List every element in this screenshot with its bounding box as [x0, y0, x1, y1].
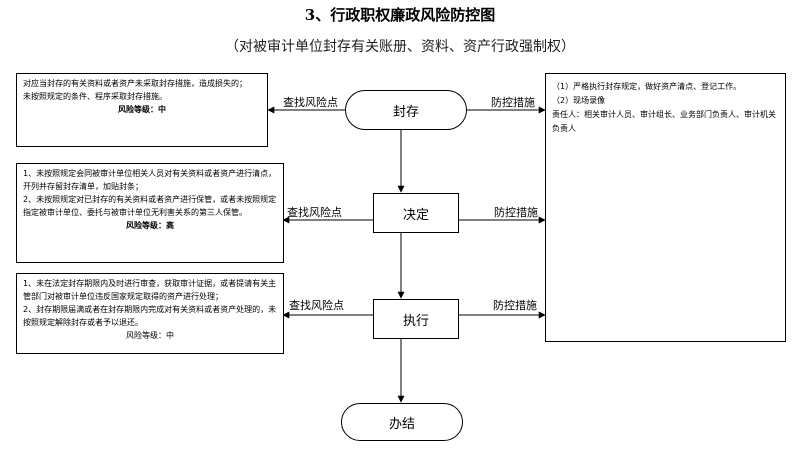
- risk-box-execute: 1、未在法定封存期限内及时进行审查，获取审计证据，或者提请有关主管部门对被审计单…: [16, 273, 284, 354]
- risk-execute-line-2: 2、封存期限届满或者在封存期限内完成对有关资料或者资产处理的，未按照规定解除封存…: [23, 305, 277, 327]
- label-find-risk-decide: 查找风险点: [287, 206, 342, 219]
- risk-seal-line-1: 对应当封存的有关资料或者资产未采取封存措施，造成损失的；: [23, 79, 247, 88]
- risk-decide-line-2: 2、未按照规定对已封存的有关资料或者资产进行保管，或者未按照规定指定被审计单位、…: [23, 195, 277, 217]
- label-find-risk-seal: 查找风险点: [283, 96, 338, 109]
- risk-execute-line-1: 1、未在法定封存期限内及时进行审查，获取审计证据，或者提请有关主管部门对被审计单…: [23, 279, 277, 301]
- label-control-seal: 防控措施: [491, 96, 535, 109]
- node-execute: 执行: [373, 299, 459, 339]
- diagram-title: 3、行政职权廉政风险防控图: [304, 6, 496, 24]
- risk-box-seal: 对应当封存的有关资料或者资产未采取封存措施，造成损失的； 未按照规定的条件、程序…: [16, 73, 268, 147]
- node-decide: 决定: [373, 193, 459, 233]
- risk-execute-level: 风险等级：中: [126, 331, 174, 340]
- node-decide-label: 决定: [402, 207, 429, 223]
- node-done-label: 办结: [388, 416, 415, 432]
- node-execute-label: 执行: [402, 313, 429, 329]
- label-find-risk-execute: 查找风险点: [289, 299, 344, 312]
- control-line-3: 责任人：相关审计人员、审计组长、业务部门负责人、审计机关负责人: [552, 110, 776, 133]
- risk-seal-level: 风险等级：中: [118, 105, 166, 114]
- node-seal-label: 封存: [392, 104, 419, 120]
- risk-box-decide: 1、未按照规定会同被审计单位相关人员对有关资料或者资产进行清点，开列并存留封存清…: [16, 163, 284, 263]
- control-line-1: （1）严格执行封存规定，做好资产清点、登记工作。: [552, 82, 742, 91]
- risk-seal-line-2: 未按照规定的条件、程序采取封存措施。: [23, 92, 167, 101]
- label-control-decide: 防控措施: [494, 206, 538, 219]
- diagram-subtitle: （对被审计单位封存有关账册、资料、资产行政强制权）: [225, 39, 575, 55]
- node-seal: 封存: [345, 90, 467, 130]
- node-done: 办结: [341, 403, 463, 441]
- risk-decide-line-1: 1、未按照规定会同被审计单位相关人员对有关资料或者资产进行清点，开列并存留封存清…: [23, 169, 277, 191]
- control-measures-box: （1）严格执行封存规定，做好资产清点、登记工作。 （2）现场录像 责任人：相关审…: [545, 73, 786, 342]
- control-line-2: （2）现场录像: [552, 96, 606, 105]
- label-control-execute: 防控措施: [493, 299, 537, 312]
- risk-decide-level: 风险等级：高: [126, 221, 174, 230]
